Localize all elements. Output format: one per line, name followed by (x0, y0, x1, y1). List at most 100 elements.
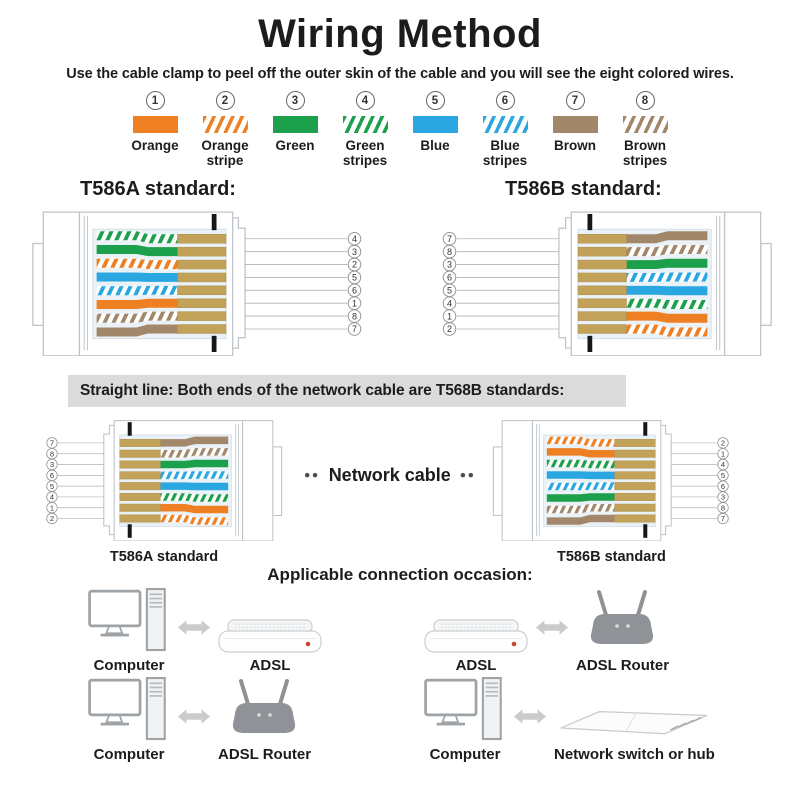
device-label: Computer (429, 746, 501, 764)
legend-number: 8 (635, 91, 655, 110)
svg-text:7: 7 (352, 324, 357, 334)
svg-text:6: 6 (50, 471, 54, 480)
double-arrow-icon (535, 620, 569, 635)
svg-text:1: 1 (447, 311, 452, 321)
device-adsl_modem: ADSL (424, 591, 528, 674)
svg-text:4: 4 (50, 493, 54, 502)
svg-text:1: 1 (352, 299, 357, 309)
legend-number: 7 (565, 91, 585, 110)
device-label: ADSL (455, 657, 497, 675)
legend-label: Blue (420, 138, 450, 153)
cable-end-right-label: T586B standard (557, 549, 666, 566)
standards-headings: T586A standard: T586B standard: (0, 178, 800, 206)
color-swatch (552, 116, 598, 133)
device-network_switch: Network switch or hub (554, 680, 715, 763)
connection-arrow (535, 618, 569, 642)
connection-pair: Computer ADSL (88, 587, 424, 675)
svg-text:8: 8 (352, 311, 357, 321)
device-label: ADSL (249, 657, 291, 675)
connection-arrow (513, 707, 547, 731)
network-cable-label: Network cable (328, 464, 451, 485)
double-arrow-icon (177, 620, 211, 635)
svg-text:8: 8 (721, 504, 725, 513)
svg-text:8: 8 (447, 247, 452, 257)
legend-label: Orange (131, 138, 179, 153)
svg-text:2: 2 (721, 439, 725, 448)
occasion-heading: Applicable connection occasion: (267, 565, 533, 585)
computer-icon (424, 676, 506, 744)
svg-text:5: 5 (352, 273, 357, 283)
page-subtitle: Use the cable clamp to peel off the oute… (66, 66, 734, 82)
device-computer: Computer (424, 676, 506, 764)
color-swatch (482, 116, 528, 133)
double-arrow-icon (177, 709, 211, 724)
device-label: Computer (93, 657, 165, 675)
svg-text:1: 1 (721, 450, 725, 459)
connection-arrow (177, 618, 211, 642)
svg-text:7: 7 (50, 439, 54, 448)
svg-text:6: 6 (352, 286, 357, 296)
t586b-heading: T586B standard: (505, 178, 662, 201)
connection-pair: Computer ADSL Router (88, 676, 424, 764)
legend-label: Blue stripes (482, 138, 528, 169)
svg-text:5: 5 (447, 286, 452, 296)
device-adsl_router: ADSL Router (218, 679, 311, 763)
color-swatch (202, 116, 248, 133)
computer-icon (88, 587, 170, 655)
svg-text:3: 3 (447, 260, 452, 270)
connection-arrow (177, 707, 211, 731)
device-computer: Computer (88, 676, 170, 764)
svg-text:3: 3 (50, 460, 54, 469)
svg-text:7: 7 (721, 514, 725, 523)
device-adsl_modem: ADSL (218, 591, 322, 674)
device-label: Network switch or hub (554, 746, 715, 764)
legend-label: Green stripes (342, 138, 388, 169)
legend-label: Brown stripes (622, 138, 668, 169)
cable-dots-left: ●● (304, 469, 320, 482)
device-label: ADSL Router (576, 657, 670, 675)
svg-text:8: 8 (50, 450, 54, 459)
color-swatch (412, 116, 458, 133)
svg-text:6: 6 (721, 482, 725, 491)
legend-number: 2 (215, 91, 235, 110)
computer-icon (88, 676, 170, 744)
device-label: Computer (93, 746, 165, 764)
cable-dots-right: ●● (459, 469, 476, 482)
cable-end-left-label: T586A standard (109, 549, 219, 566)
adsl-modem-icon (218, 591, 322, 655)
color-swatch (622, 116, 668, 133)
double-arrow-icon (513, 709, 547, 724)
svg-text:4: 4 (447, 299, 452, 309)
legend-number: 5 (425, 91, 445, 110)
network-switch-icon (559, 680, 709, 744)
page-title: Wiring Method (258, 12, 542, 56)
legend-label: Brown (554, 138, 596, 153)
connection-pair: Computer Network switch or hub (424, 676, 715, 764)
svg-text:2: 2 (50, 514, 54, 523)
svg-text:2: 2 (447, 324, 452, 334)
svg-text:1: 1 (50, 504, 54, 513)
color-swatch (132, 116, 178, 133)
adsl-router-icon (225, 679, 305, 744)
svg-text:5: 5 (721, 471, 725, 480)
t586a-heading: T586A standard: (80, 178, 236, 201)
color-swatch (272, 116, 318, 133)
